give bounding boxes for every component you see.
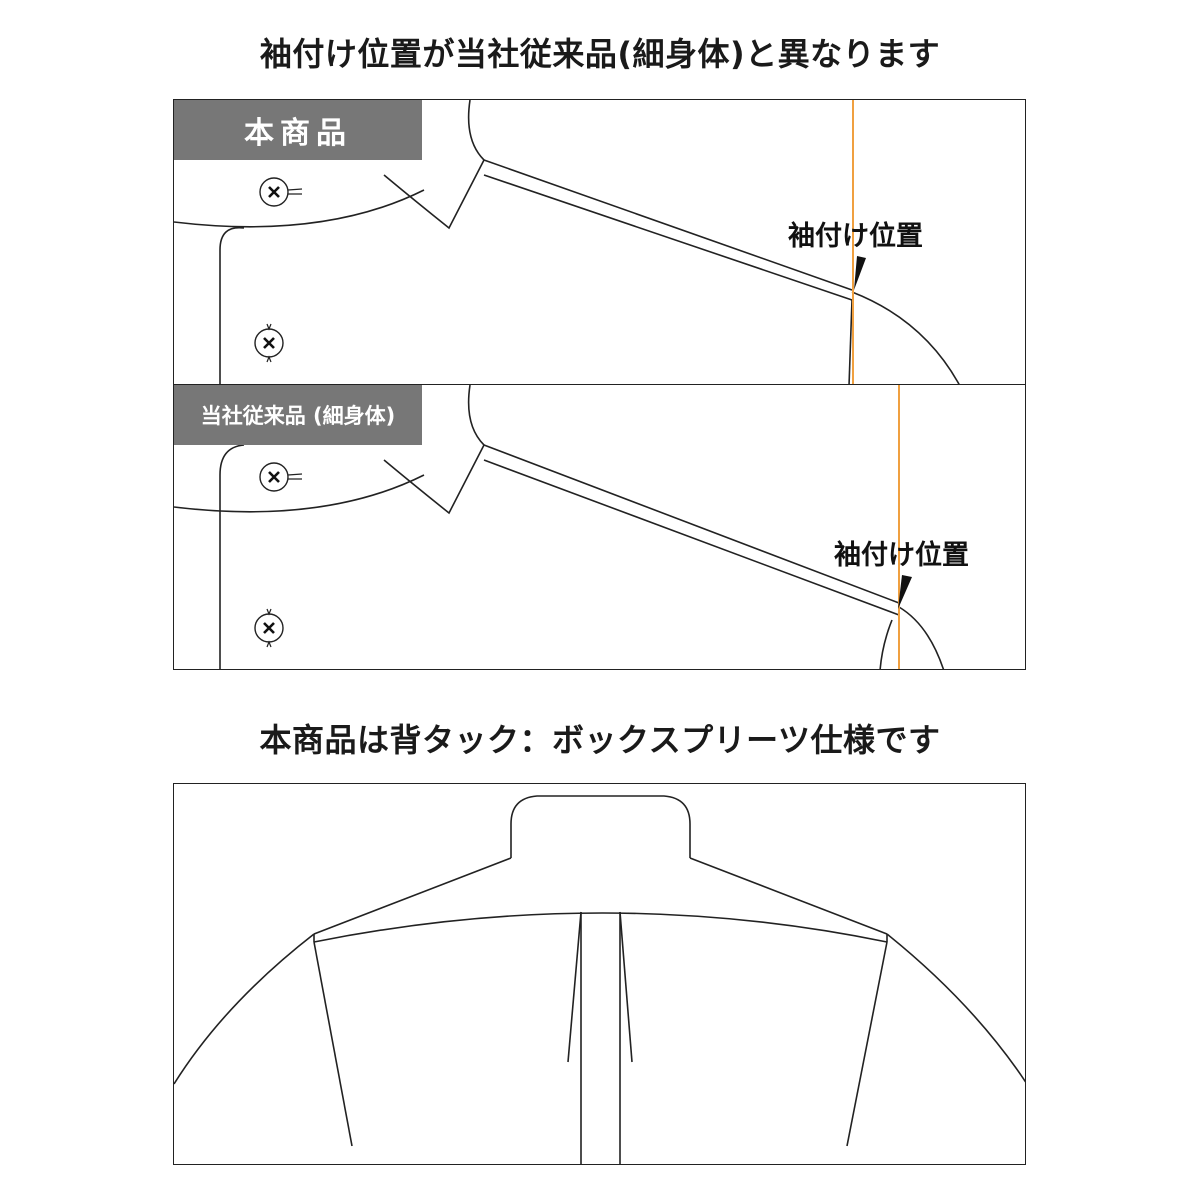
button-x-icon bbox=[254, 608, 284, 648]
product-tag: 本商品 bbox=[174, 100, 422, 160]
conventional-tag: 当社従来品 (細身体) bbox=[174, 385, 422, 445]
bottom-heading: 本商品は背タック：ボックスプリーツ仕様です bbox=[259, 721, 941, 759]
shirt-front-drawing-conventional bbox=[174, 385, 945, 669]
triangle-pointer-icon bbox=[898, 575, 912, 609]
sleeve-position-label: 袖付け位置 bbox=[788, 221, 923, 252]
sleeve-position-label: 袖付け位置 bbox=[834, 540, 969, 571]
panel-back-view bbox=[173, 783, 1026, 1165]
shirt-back-drawing bbox=[174, 795, 1025, 1164]
top-heading: 袖付け位置が当社従来品(細身体)と異なります bbox=[259, 35, 941, 73]
triangle-pointer-icon bbox=[854, 256, 866, 290]
panel-conventional-product: 当社従来品 (細身体) 袖付け位置 bbox=[173, 384, 1026, 670]
shirt-front-drawing-product bbox=[174, 100, 960, 384]
panel-this-product: 本商品 袖付け位置 bbox=[173, 99, 1026, 385]
button-x-icon bbox=[254, 323, 284, 363]
button-x-icon bbox=[259, 462, 303, 492]
button-x-icon bbox=[259, 177, 303, 207]
